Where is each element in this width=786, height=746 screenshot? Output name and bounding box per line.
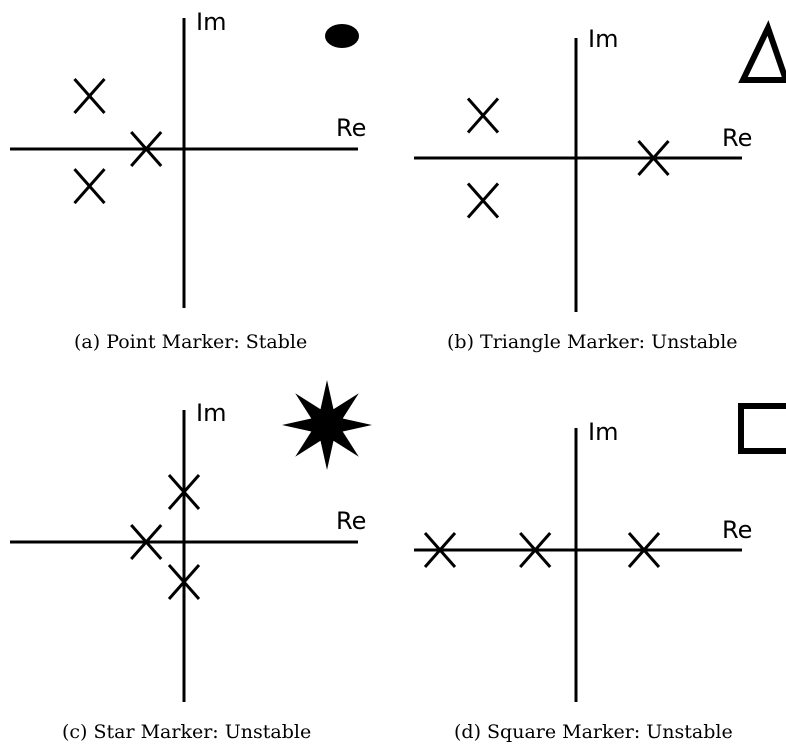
pole-marker [130,524,163,560]
real-axis-label: Re [722,516,752,544]
real-axis-label: Re [336,507,366,535]
panel-c-caption: (c) Star Marker: Unstable [62,721,311,743]
imaginary-axis-label: Im [588,25,618,53]
panel-b: Im Re (b) Triangle Marker: Unstable [414,20,786,353]
panel-d-caption: (d) Square Marker: Unstable [454,721,733,743]
pole-marker [167,564,201,600]
panel-c: Im Re (c) Star Marker: Unstable [10,380,372,743]
imaginary-axis-label: Im [588,418,618,446]
filled-star-icon [282,380,372,470]
pole-marker [637,140,670,176]
real-axis-label: Re [336,114,366,142]
panel-b-caption: (b) Triangle Marker: Unstable [447,331,738,353]
pole-marker [423,532,457,568]
pole-marker [519,532,552,568]
outline-square-icon [738,403,786,454]
panel-a-caption: (a) Point Marker: Stable [74,331,307,353]
pole-marker [627,532,661,568]
pole-marker [466,182,500,219]
filled-ellipse-icon [325,24,359,48]
panel-d: Im Re (d) Square Marker: Unstable [414,403,786,743]
pole-marker [466,97,500,134]
outline-triangle-icon [738,20,786,83]
panel-a: Im Re (a) Point Marker: Stable [10,8,366,353]
pole-marker [167,474,201,510]
pole-marker [73,168,106,205]
real-axis-label: Re [722,124,752,152]
imaginary-axis-label: Im [196,8,226,36]
imaginary-axis-label: Im [196,399,226,427]
pole-marker [73,78,106,114]
pole-marker [130,131,163,167]
